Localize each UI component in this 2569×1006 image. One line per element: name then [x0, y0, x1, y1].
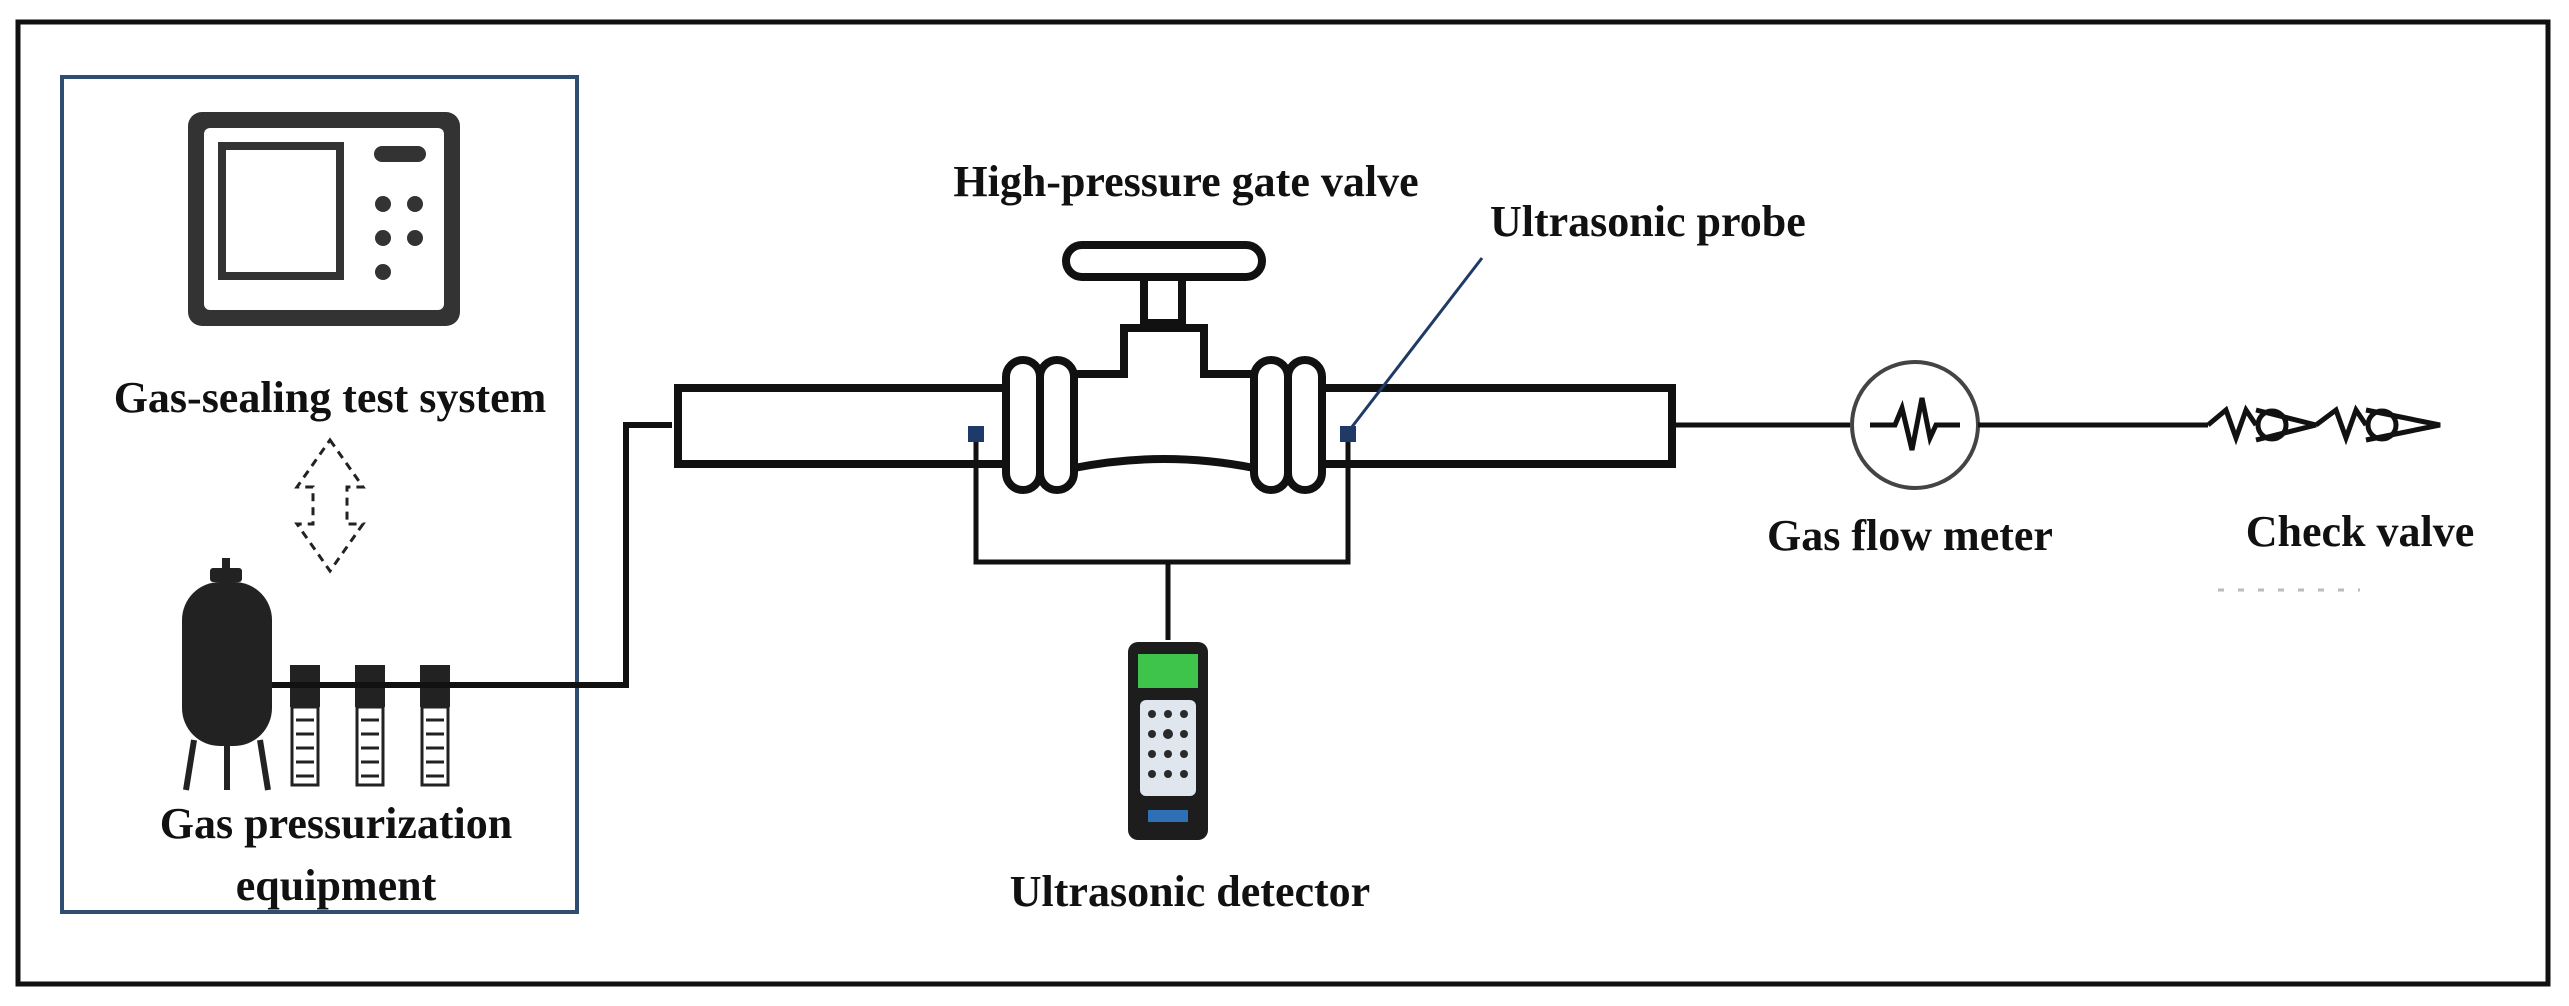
pipe-left	[674, 384, 1012, 468]
probe-wiring	[973, 442, 1351, 640]
probe-leader-line	[1346, 257, 1484, 433]
gate-valve-label: High-pressure gate valve	[953, 157, 1418, 206]
equipment-panel	[60, 75, 579, 914]
pressurization-label-line1: Gas pressurization	[160, 799, 512, 848]
feed-line	[272, 422, 672, 688]
gate-valve-icon	[1002, 241, 1326, 494]
pipe-right	[1306, 384, 1676, 468]
outer-frame	[15, 19, 2551, 987]
control-panel-icon	[188, 112, 460, 326]
detector-label: Ultrasonic detector	[1010, 867, 1370, 916]
check-valve-label: Check valve	[2246, 507, 2475, 556]
waveform-meter-icon	[1850, 360, 1980, 490]
probe-right-icon	[1340, 426, 1356, 442]
pressurization-label-line2: equipment	[236, 861, 437, 910]
bidirectional-dashed-arrow-icon	[294, 437, 366, 574]
probe-left-icon	[968, 426, 984, 442]
tank-and-pumps-icon	[182, 558, 450, 791]
handheld-detector-icon	[1128, 642, 1208, 840]
test-system-label: Gas-sealing test system	[114, 373, 547, 422]
flow-meter-label: Gas flow meter	[1767, 511, 2053, 560]
probe-label: Ultrasonic probe	[1490, 197, 1806, 246]
check-valve-icon	[2206, 404, 2441, 446]
